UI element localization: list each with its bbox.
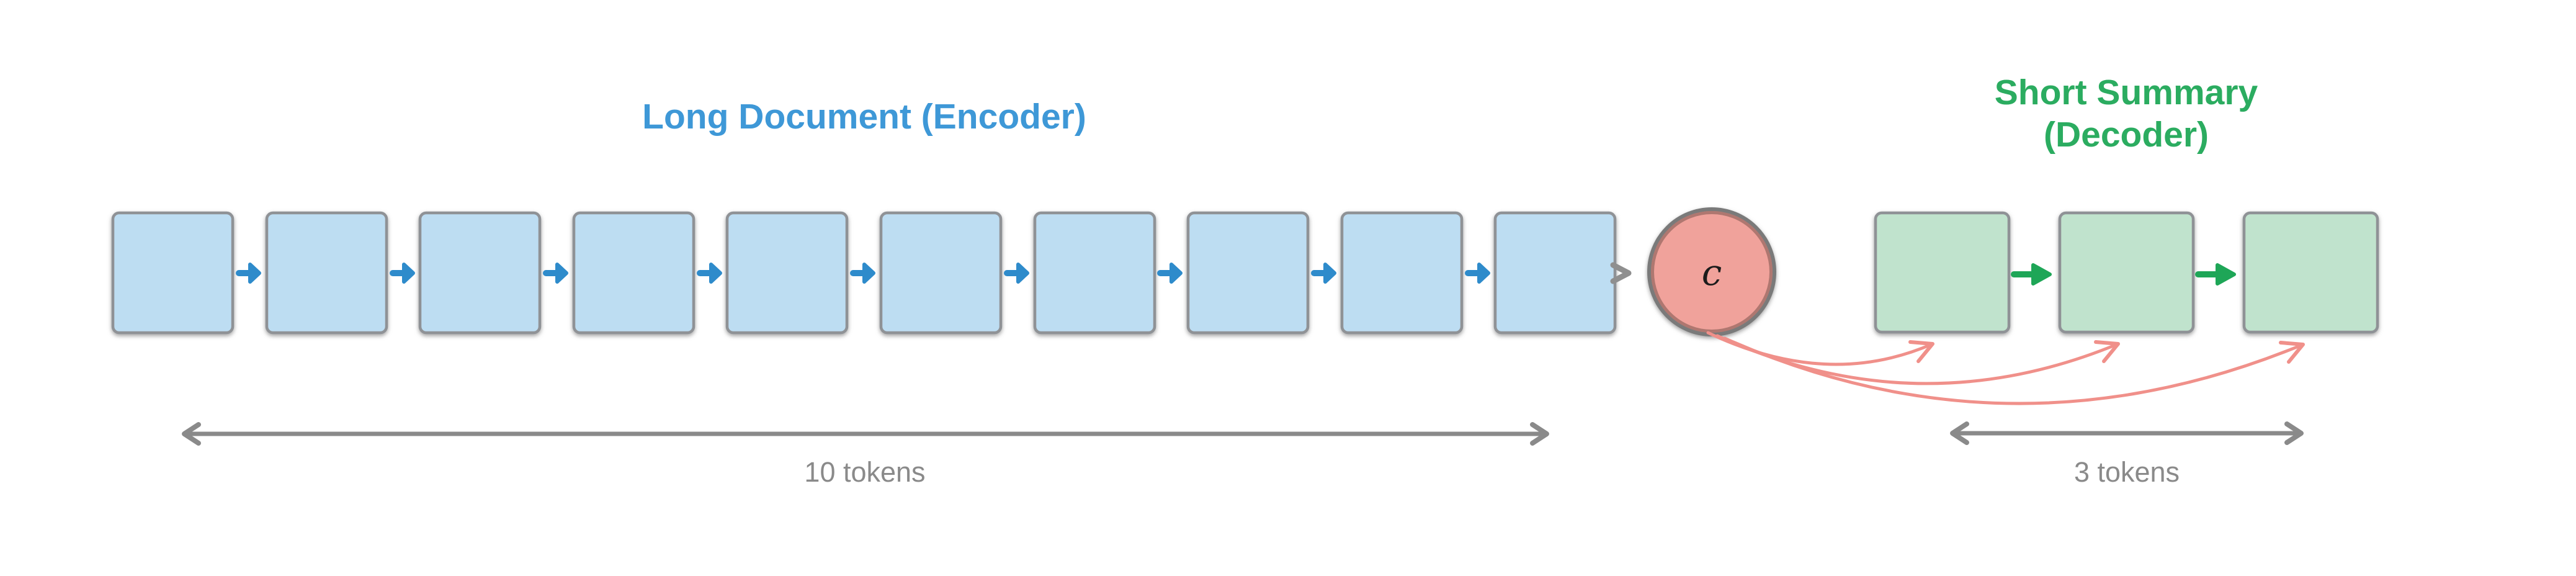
encoder-span-right-arrowhead-icon bbox=[1530, 422, 1549, 446]
encoder-step-arrow-icon bbox=[1311, 263, 1336, 284]
encoder-step-arrow-icon bbox=[543, 263, 568, 284]
encoder-token-box bbox=[1493, 211, 1617, 335]
decoder-title: Short Summary (Decoder) bbox=[1995, 73, 2258, 155]
encoder-step-arrow-icon bbox=[697, 263, 722, 284]
decoder-span-right-arrowhead-icon bbox=[2284, 421, 2304, 445]
decoder-token-box bbox=[2242, 211, 2379, 334]
encoder-span-left-arrowhead-icon bbox=[182, 422, 201, 446]
encoder-token-box bbox=[1186, 211, 1310, 335]
encoder-span-measure bbox=[182, 422, 1549, 446]
context-vector-label: c bbox=[1702, 251, 1722, 294]
decoder-step-arrow-icon bbox=[2011, 263, 2052, 286]
encoder-step-arrows bbox=[236, 263, 1490, 284]
encoder-step-arrow-icon bbox=[1465, 263, 1490, 284]
encoder-step-arrow-icon bbox=[1004, 263, 1029, 284]
encoder-token-box bbox=[111, 211, 235, 335]
encoder-token-box bbox=[1033, 211, 1156, 335]
attention-arrows bbox=[1706, 331, 2305, 405]
encoder-token-box bbox=[1340, 211, 1464, 335]
encoder-token-box bbox=[265, 211, 388, 335]
encoder-step-arrow-icon bbox=[236, 263, 261, 284]
encoder-title: Long Document (Encoder) bbox=[642, 97, 1086, 137]
encoder-token-boxes bbox=[111, 211, 1617, 335]
decoder-span-measure bbox=[1950, 421, 2304, 445]
decoder-token-boxes bbox=[1874, 211, 2379, 334]
encoder-token-box bbox=[572, 211, 695, 335]
encoder-span-label: 10 tokens bbox=[804, 456, 925, 488]
decoder-step-arrow-icon bbox=[2195, 263, 2236, 286]
encoder-token-box bbox=[725, 211, 849, 335]
attention-arrow-icon bbox=[1706, 331, 1934, 366]
decoder-span-label: 3 tokens bbox=[2074, 456, 2180, 488]
decoder-token-box bbox=[2058, 211, 2195, 334]
encoder-token-box bbox=[879, 211, 1003, 335]
encoder-token-box bbox=[418, 211, 542, 335]
decoder-token-box bbox=[1874, 211, 2011, 334]
context-input-arrow-icon bbox=[1610, 262, 1632, 284]
decoder-step-arrows bbox=[2011, 263, 2236, 286]
decoder-title-line1: Short Summary bbox=[1995, 73, 2258, 112]
decoder-title-line2: (Decoder) bbox=[2044, 115, 2209, 155]
context-vector: c bbox=[1647, 207, 1776, 336]
decoder-span-left-arrowhead-icon bbox=[1950, 421, 1969, 445]
encoder-step-arrow-icon bbox=[1157, 263, 1183, 284]
context-vector-inner-ring bbox=[1651, 211, 1773, 333]
encoder-step-arrow-icon bbox=[850, 263, 875, 284]
attention-arrow-icon bbox=[1723, 336, 2305, 405]
encoder-step-arrow-icon bbox=[390, 263, 415, 284]
